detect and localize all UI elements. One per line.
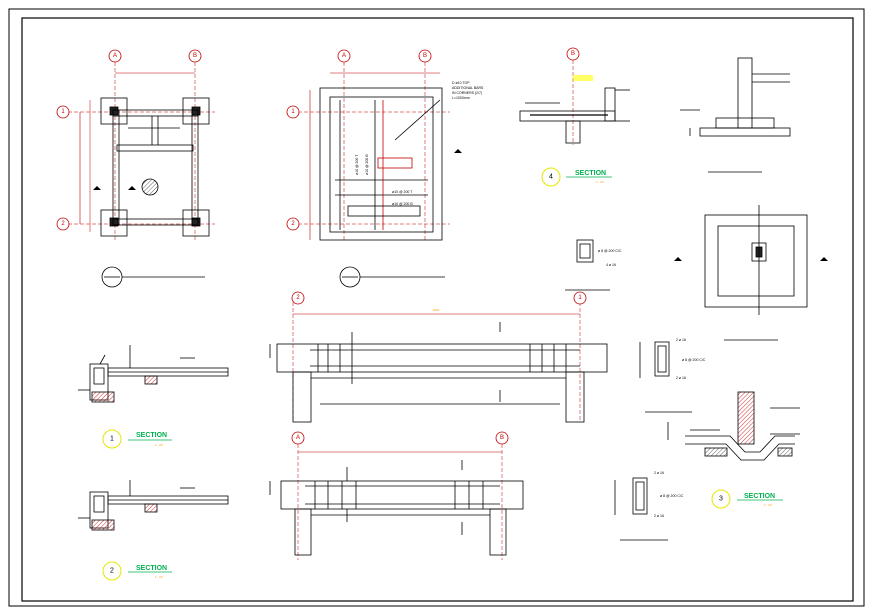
beam-1-span: 4000 [433,308,440,312]
section-3-scale: 1 : 20 [764,503,772,507]
svg-text:2: 2 [291,221,295,227]
svg-text:B: B [500,435,504,441]
section-2-scale: 1 : 20 [155,575,163,579]
column-detail-small [565,239,610,291]
section-4-detail [519,60,630,145]
section-2-title: 2 SECTION 1 : 20 [102,561,172,581]
section-4-label: SECTION [575,170,606,177]
svg-text:A: A [342,53,346,59]
plan1-grid-bubbles: A B 1 2 [56,49,202,231]
plan2-grid-bubbles: A B 1 2 [286,49,432,231]
note-col-stirrup: ø 8 @ 200 C/C [598,249,622,253]
section-4-number: 4 [549,174,553,181]
section-1-title: 1 SECTION 1 : 20 [102,429,172,449]
note-bar-x: ø10 @ 200 T [392,190,413,194]
note-top-bars-2: 2 ø 16 [654,471,664,475]
svg-text:2: 2 [296,295,300,301]
beam-cross-section-1 [639,341,692,413]
section-2-detail [78,480,229,531]
svg-text:B: B [423,53,427,59]
grid-a-label: A [113,53,117,59]
section-1-scale: 1 : 20 [155,443,163,447]
note-slab-top: D ø10 TOP [452,81,470,85]
note-slab-l4: L=1000mm [452,96,470,100]
grid-1-label: 1 [61,109,65,115]
plan2-title-marker [339,266,445,288]
beam2-grid-bubbles: A B [291,431,509,445]
grid-2-label: 2 [61,221,65,227]
svg-text:A: A [296,435,300,441]
note-top-bars-1: 2 ø 16 [676,338,686,342]
stirrups-right-2 [454,481,484,509]
beam-elevation-1 [269,302,608,423]
stirrups-left [317,344,353,372]
section-1-detail [78,345,229,403]
plan4-grid-bubble: B [566,47,580,61]
section-3-detail [667,391,800,461]
footing-plan [68,62,215,240]
section-2-label: SECTION [136,565,167,572]
note-bot-bars-1: 2 ø 16 [676,376,686,380]
isolated-footing-plan [674,205,828,341]
svg-text:1: 1 [578,295,582,301]
wall-footing-section [680,57,791,173]
beam-cross-section-2 [614,477,668,541]
section-2-number: 2 [110,568,114,575]
note-bar-x2: ø10 @ 200 B [392,202,413,206]
section-4-title: 4 SECTION 1 : 20 [541,167,612,187]
note-bot-bars-2: 2 ø 16 [654,514,664,518]
section-4-scale: 1 : 20 [596,180,604,184]
note-bar-y2: ø10 @ 200 B [365,154,369,175]
beam1-grid-bubbles: 2 1 [291,291,587,305]
inner-border [21,17,854,602]
note-col-bars: 4 ø 16 [606,263,616,267]
slab-plan [298,62,462,241]
stirrups-right [529,344,567,372]
slab-notes: D ø10 TOP ADDITIONAL BARS IN CORNERS (2/… [355,81,484,206]
note-slab-l3: IN CORNERS (2/7) [452,91,482,95]
section-3-title: 3 SECTION 1 : 20 [711,489,783,509]
section-1-label: SECTION [136,432,167,439]
outer-border [8,8,865,607]
stirrups-left-2 [314,481,357,509]
section-3-number: 3 [719,496,723,503]
grid-b-label: B [193,53,197,59]
svg-text:B: B [571,51,575,57]
section-3-label: SECTION [744,493,775,500]
section-1-number: 1 [110,436,114,443]
note-bar-y: ø10 @ 200 T [355,154,359,175]
note-slab-l2: ADDITIONAL BARS [452,86,484,90]
beam-elevation-2 [269,444,524,560]
note-stirrup-1: ø 8 @ 200 C/C [682,358,706,362]
svg-text:1: 1 [291,109,295,115]
plan1-title-marker [101,266,205,288]
note-stirrup-2: ø 8 @ 200 C/C [660,494,684,498]
